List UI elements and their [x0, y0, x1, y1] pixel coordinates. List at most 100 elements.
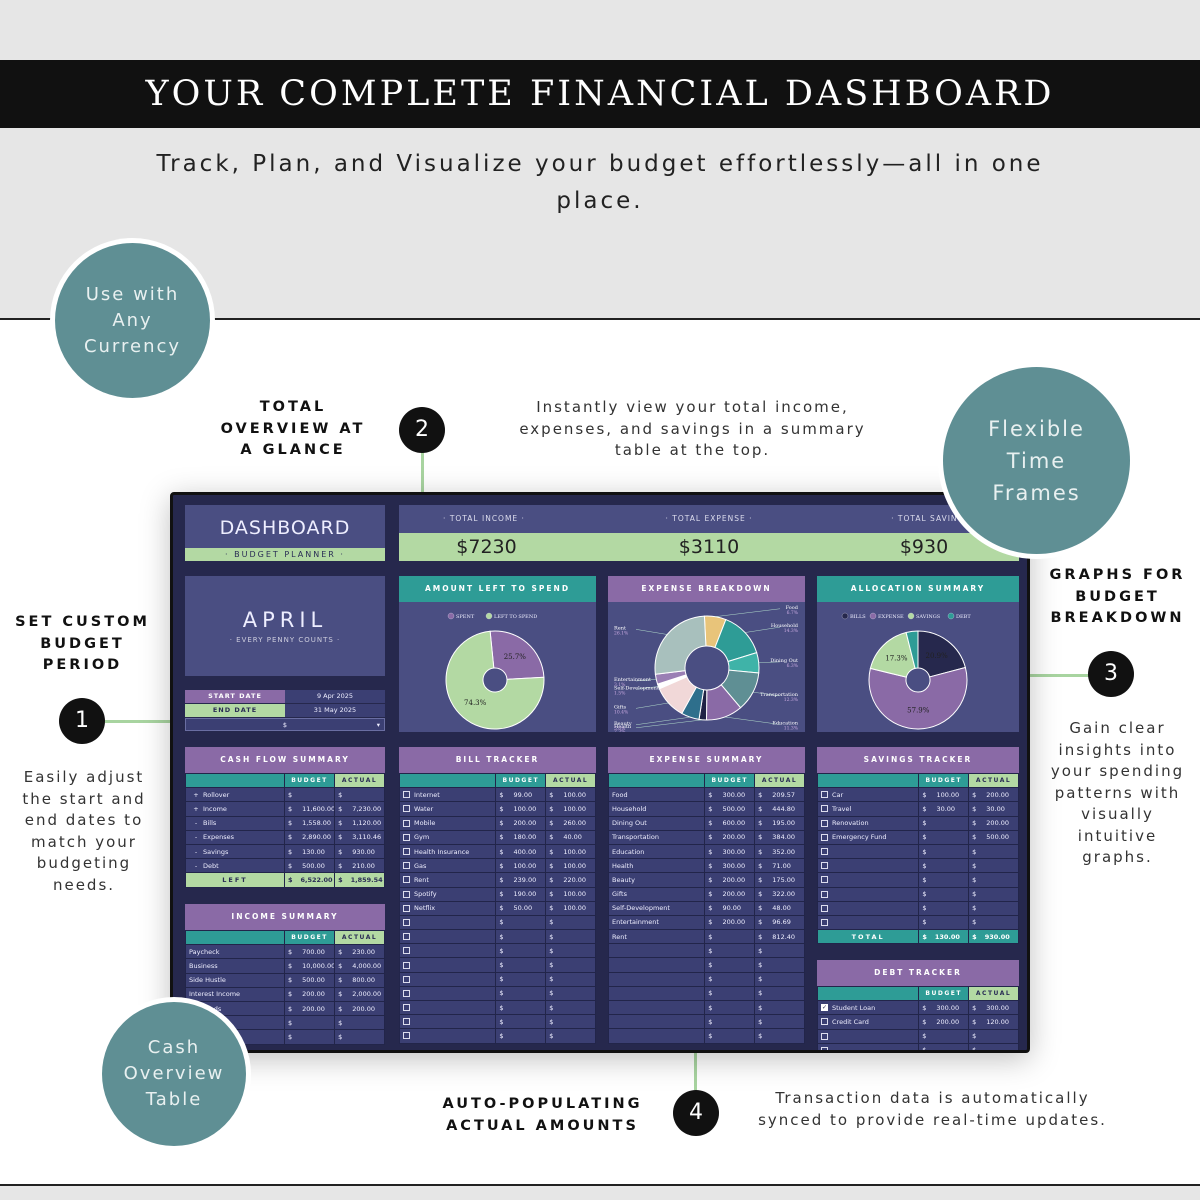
checkbox[interactable] [403, 1018, 410, 1026]
table-row[interactable]: $$ [607, 1014, 805, 1030]
checkbox[interactable] [821, 833, 828, 841]
start-date-input[interactable]: 9 Apr 2025 [285, 690, 385, 703]
checkbox[interactable] [821, 791, 828, 799]
checkbox[interactable] [403, 791, 410, 799]
table-row[interactable]: Netflix$50.00$100.00 [398, 900, 596, 916]
checkbox[interactable] [821, 904, 828, 912]
checkbox[interactable] [403, 975, 410, 983]
checkbox[interactable] [403, 848, 410, 856]
table-row[interactable]: $$ [607, 999, 805, 1016]
table-row[interactable]: $$ [398, 957, 596, 973]
budget-cell: $200.00 [704, 829, 756, 845]
checkbox[interactable] [403, 947, 410, 955]
table-row[interactable]: $$ [607, 971, 805, 987]
table-row[interactable]: Dividends$200.00$200.00 [185, 1000, 385, 1017]
checkbox[interactable] [403, 918, 410, 926]
table-row[interactable]: $$ [816, 843, 1019, 860]
checkbox[interactable] [403, 833, 410, 841]
table-row[interactable]: Travel$30.00$30.00 [816, 801, 1019, 817]
table-row[interactable]: $$ [607, 943, 805, 959]
checkbox[interactable] [403, 961, 410, 969]
table-row[interactable]: $$ [398, 1028, 596, 1044]
header-budget: BUDGET [283, 772, 336, 789]
table-row[interactable]: Rent$$812.40 [607, 929, 805, 945]
checkbox[interactable] [821, 862, 828, 870]
checkbox[interactable] [403, 819, 410, 827]
table-row[interactable]: Car$100.00$200.00 [816, 787, 1019, 803]
checkbox[interactable] [821, 819, 828, 827]
header-actual: ACTUAL [334, 772, 385, 789]
table-row[interactable]: Business$10,000.00$4,000.00 [185, 958, 385, 974]
checkbox[interactable] [403, 1032, 410, 1040]
table-row[interactable]: +Income$11,600.00$7,230.00 [185, 801, 385, 817]
legend-label: LEFT TO SPEND [494, 614, 537, 620]
table-row[interactable]: $$ [607, 1028, 805, 1044]
table-row[interactable]: Transportation$200.00$384.00 [607, 829, 805, 845]
checkbox[interactable] [403, 862, 410, 870]
checkbox[interactable] [403, 989, 410, 997]
table-row[interactable]: Education$300.00$352.00 [607, 843, 805, 860]
checkbox[interactable] [403, 933, 410, 941]
table-row[interactable]: Side Hustle$500.00$800.00 [185, 972, 385, 988]
table-row[interactable]: Renovation$$200.00 [816, 815, 1019, 831]
table-row[interactable]: Gym$180.00$40.00 [398, 829, 596, 845]
table-row[interactable]: Gifts$200.00$322.00 [607, 886, 805, 902]
table-row[interactable]: $$ [398, 971, 596, 987]
checkbox[interactable] [821, 876, 828, 884]
checkbox[interactable] [403, 876, 410, 884]
table-row[interactable]: Health Insurance$400.00$100.00 [398, 843, 596, 860]
checkbox[interactable] [403, 1004, 410, 1012]
table-row[interactable]: $$ [816, 900, 1019, 916]
checkbox[interactable] [403, 890, 410, 898]
table-row[interactable]: $$ [398, 914, 596, 931]
table-row[interactable]: Credit Card$200.00$120.00 [816, 1014, 1019, 1030]
checkbox[interactable] [403, 904, 410, 912]
checked-checkbox[interactable]: ✓ [821, 1004, 828, 1012]
table-row[interactable]: $$ [816, 914, 1019, 931]
table-row[interactable]: $$ [398, 985, 596, 1002]
table-row[interactable]: -Debt$500.00$210.00 [185, 858, 385, 874]
table-row[interactable]: $$ [398, 929, 596, 945]
table-row[interactable]: $$ [398, 1014, 596, 1030]
table-row[interactable]: +Rollover$$ [185, 787, 385, 803]
table-row[interactable]: Health$300.00$71.00 [607, 858, 805, 874]
table-row[interactable]: Self-Development$90.00$48.00 [607, 900, 805, 916]
checkbox[interactable] [821, 1032, 828, 1040]
table-row[interactable]: Water$100.00$100.00 [398, 801, 596, 817]
table-row[interactable]: $$ [607, 957, 805, 973]
table-row[interactable]: Dining Out$600.00$195.00 [607, 815, 805, 831]
table-row[interactable]: Household$500.00$444.80 [607, 801, 805, 817]
checkbox[interactable] [821, 918, 828, 926]
table-row[interactable]: ✓Student Loan$300.00$300.00 [816, 1000, 1019, 1016]
table-row[interactable]: Internet$99.00$100.00 [398, 787, 596, 803]
table-row[interactable]: Mobile$200.00$260.00 [398, 815, 596, 831]
currency-select[interactable]: $▾ [185, 718, 385, 731]
table-row[interactable]: Interest Income$200.00$2,000.00 [185, 986, 385, 1002]
table-row[interactable]: -Expenses$2,890.00$3,110.46 [185, 829, 385, 845]
table-row[interactable]: Entertainment$200.00$96.69 [607, 914, 805, 931]
table-row[interactable]: Emergency Fund$$500.00 [816, 829, 1019, 845]
table-row[interactable]: -Savings$130.00$930.00 [185, 843, 385, 860]
table-row[interactable]: $$ [398, 999, 596, 1016]
table-row[interactable]: Spotify$190.00$100.00 [398, 886, 596, 902]
table-row[interactable]: Gas$100.00$100.00 [398, 858, 596, 874]
table-row[interactable]: Paycheck$700.00$230.00 [185, 944, 385, 960]
checkbox[interactable] [821, 805, 828, 813]
table-row[interactable]: $$ [816, 1028, 1019, 1044]
checkbox[interactable] [403, 805, 410, 813]
end-date-input[interactable]: 31 May 2025 [285, 704, 385, 717]
table-row[interactable]: $$ [398, 943, 596, 959]
table-row[interactable]: $$ [816, 886, 1019, 902]
table-row[interactable]: Rent$239.00$220.00 [398, 872, 596, 888]
table-row[interactable]: $$ [816, 1042, 1019, 1050]
table-row[interactable]: $$ [816, 858, 1019, 874]
table-row[interactable]: $$ [816, 872, 1019, 888]
checkbox[interactable] [821, 1046, 828, 1050]
checkbox[interactable] [821, 848, 828, 856]
table-row[interactable]: $$ [607, 985, 805, 1002]
checkbox[interactable] [821, 1018, 828, 1026]
table-row[interactable]: Beauty$200.00$175.00 [607, 872, 805, 888]
table-row[interactable]: -Bills$1,558.00$1,120.00 [185, 815, 385, 831]
table-row[interactable]: Food$300.00$209.57 [607, 787, 805, 803]
checkbox[interactable] [821, 890, 828, 898]
